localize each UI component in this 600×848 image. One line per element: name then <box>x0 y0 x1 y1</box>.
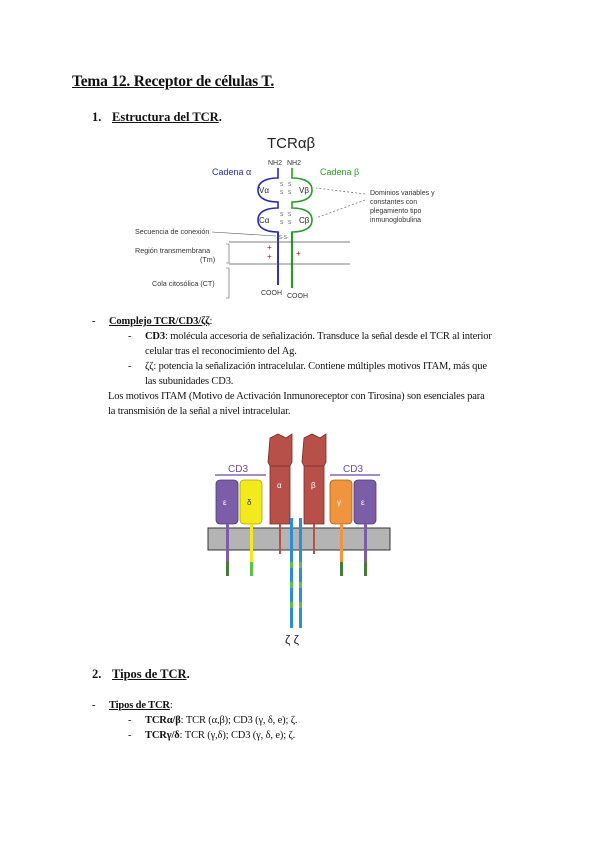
term-cd3: CD3 <box>145 331 165 342</box>
zeta-chain-left <box>290 518 293 628</box>
svg-text:β: β <box>311 481 316 490</box>
fig1-v-beta: Vβ <box>299 186 309 195</box>
tcr-alpha-chain <box>267 433 293 525</box>
svg-text:ε: ε <box>361 498 365 507</box>
label-tail: Cola citosólica (CT) <box>152 279 215 288</box>
section-2-heading: 2.Tipos de TCR. <box>92 667 190 681</box>
complex-label: Complejo TCR/CD3/ζζ <box>109 316 210 327</box>
fig1-v-alpha: Vα <box>259 186 269 195</box>
domains-note-2: constantes con <box>370 199 417 206</box>
domains-note-1: Dominios variables y <box>370 190 435 197</box>
pointer-v <box>315 187 366 195</box>
svg-text:S: S <box>280 190 284 196</box>
cd3-epsilon-left <box>215 479 239 525</box>
zeta-label: ζ ζ <box>285 633 300 647</box>
tcr-cd3-complex-diagram: CD3 CD3 ε δ α β ζ ζ γ ε <box>207 433 391 647</box>
label-transmembrane: Región transmembrana <box>135 246 210 255</box>
svg-text:S: S <box>280 182 284 188</box>
svg-text:ε: ε <box>223 498 227 507</box>
fig1-ss-bridge: -S-S- <box>277 235 289 241</box>
label-connection: Secuencia de conexión <box>135 227 209 236</box>
cd3-left-label: CD3 <box>228 464 248 475</box>
section-1-title: Estructura del TCR <box>112 110 219 124</box>
svg-text:γ: γ <box>337 498 341 507</box>
fig1-chain-alpha: Cadena α <box>212 167 251 177</box>
itam-paragraph: Los motivos ITAM (Motivo de Activación I… <box>108 391 485 417</box>
tcr-beta-chain <box>301 433 327 525</box>
type-gamma-delta: -TCRγ/δ: TCR (γ,δ); CD3 (γ, δ, e); ζ. <box>128 730 296 741</box>
term-zz: ζζ <box>145 361 154 372</box>
pointer-c <box>315 199 366 219</box>
section-1-heading: 1.Estructura del TCR. <box>92 110 222 124</box>
label-tm: (Tm) <box>200 255 215 264</box>
fig1-c-beta: Cβ <box>299 216 310 225</box>
fig1-nh2-left: NH2 <box>268 160 282 167</box>
section-1-number: 1. <box>92 110 102 124</box>
zeta-chain-right <box>299 518 302 628</box>
types-heading: -Tipos de TCR: <box>92 700 173 711</box>
svg-text:+: + <box>296 249 301 258</box>
page-title: Tema 12. Receptor de células T. <box>72 73 275 90</box>
fig1-cooh-right: COOH <box>287 293 308 300</box>
section-2-number: 2. <box>92 667 102 681</box>
svg-text:+: + <box>267 252 272 261</box>
cd3-epsilon-right <box>353 479 377 525</box>
fig1-nh2-right: NH2 <box>287 160 301 167</box>
fig1-cooh-left: COOH <box>261 290 282 297</box>
beta-chain-path <box>291 168 313 288</box>
cd3-gamma <box>329 479 353 525</box>
types-label: Tipos de TCR <box>109 700 170 711</box>
svg-text:+: + <box>267 243 272 252</box>
term-tcr-ab: TCRα/β <box>145 715 181 726</box>
cd3-right-label: CD3 <box>343 464 363 475</box>
fig1-chain-beta: Cadena β <box>320 167 359 177</box>
domains-note-4: inmunoglobulina <box>370 217 421 224</box>
complex-item-zz: -ζζ: potencia la señalización intracelul… <box>128 361 487 387</box>
svg-text:S: S <box>288 220 292 226</box>
svg-text:δ: δ <box>247 498 252 507</box>
svg-text:S: S <box>280 220 284 226</box>
complex-heading: -Complejo TCR/CD3/ζζ: <box>92 316 213 327</box>
term-tcr-gd: TCRγ/δ <box>145 730 180 741</box>
fig1-heading: TCRαβ <box>267 135 315 152</box>
complex-item-cd3: -CD3: molécula accesoria de señalización… <box>128 331 492 357</box>
svg-text:S: S <box>288 182 292 188</box>
fig1-c-alpha: Cα <box>259 216 270 225</box>
section-2-title: Tipos de TCR <box>112 667 187 681</box>
svg-text:α: α <box>277 481 282 490</box>
svg-text:S: S <box>288 190 292 196</box>
domains-note-3: plegamiento tipo <box>370 208 421 215</box>
type-alpha-beta: -TCRα/β: TCR (α,β); CD3 (γ, δ, e); ζ. <box>128 715 298 726</box>
svg-text:S: S <box>288 212 292 218</box>
svg-text:S: S <box>280 212 284 218</box>
alpha-chain-path <box>257 168 279 285</box>
tcr-structure-diagram: TCRαβ NH2 NH2 Cadena α Cadena β Vα Vβ Cα… <box>135 135 435 300</box>
